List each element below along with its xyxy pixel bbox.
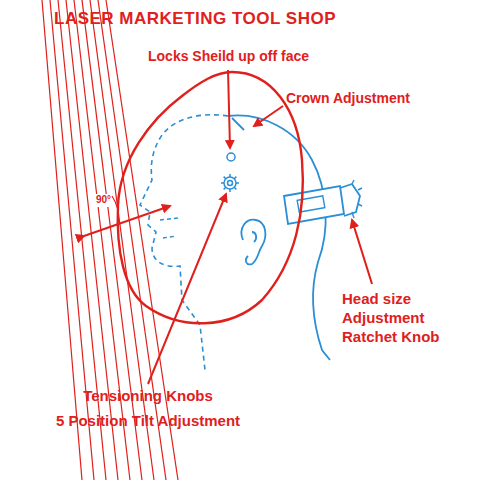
callout-label: Crown Adjustment [286, 90, 410, 108]
laser-fan [42, 0, 178, 480]
ear [241, 220, 265, 265]
callout-label: 5 Position Tilt Adjustment [56, 412, 240, 431]
callout-label: Tensioning Knobs [83, 387, 213, 406]
headband [284, 186, 344, 224]
leader-arrow [228, 70, 230, 148]
angle-label: 90° [96, 194, 111, 207]
leader-arrow [352, 220, 372, 284]
callout-label: Locks Sheild up off face [148, 48, 309, 66]
helmet-shield-outline [118, 72, 303, 323]
ratchet-knob [340, 184, 360, 216]
face-profile [140, 115, 228, 370]
callout-label: Head size Adjustment Ratchet Knob [342, 290, 460, 346]
leader-arrow [254, 106, 283, 126]
perpendicular-arrow [84, 206, 170, 236]
tension-knob [221, 174, 239, 192]
head-outline [228, 115, 330, 360]
leader-arrow [148, 194, 226, 384]
knob-ridges [352, 180, 362, 218]
crown-strap [232, 118, 244, 130]
shop-title: LASER MARKETING TOOL SHOP [54, 8, 336, 29]
face-features [160, 218, 178, 238]
lock-pin [227, 153, 235, 161]
